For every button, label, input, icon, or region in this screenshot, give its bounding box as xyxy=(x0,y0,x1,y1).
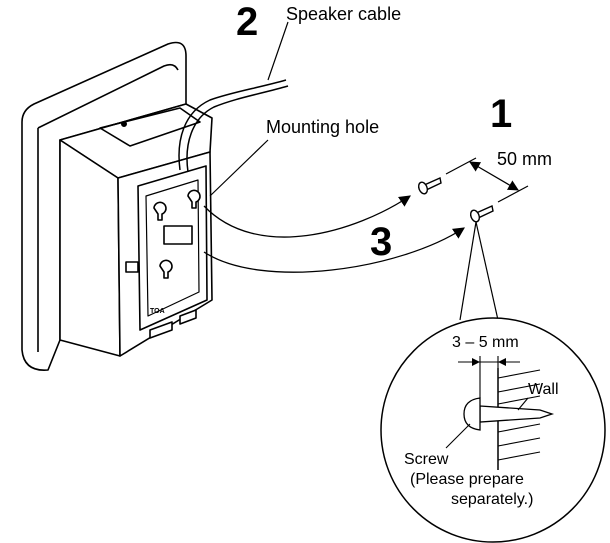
speaker-cable-leader xyxy=(267,21,289,81)
screw-label: Screw xyxy=(404,451,449,468)
bracket-clip xyxy=(125,261,139,273)
speaker-foot xyxy=(149,321,173,339)
screw-leader xyxy=(445,423,471,449)
mounting-hole-leader xyxy=(209,139,269,197)
wall-label: Wall xyxy=(528,381,559,398)
dimension-50mm xyxy=(445,157,529,203)
keyhole-upper-left xyxy=(153,201,167,221)
top-screw-dot xyxy=(121,121,128,128)
speaker-front-panel xyxy=(21,41,187,371)
arrow-lower-hole-to-screw xyxy=(203,227,465,273)
detail-callout-cone xyxy=(459,221,499,321)
speaker-top-ridge xyxy=(99,107,201,147)
wall-leader xyxy=(517,397,529,411)
brand-mark: TOA xyxy=(150,308,165,315)
screw-note-line1: (Please prepare xyxy=(410,471,524,488)
detail-screw-head xyxy=(463,397,481,431)
screw-note-line2: separately.) xyxy=(451,491,534,508)
keyhole-upper-right xyxy=(187,189,201,209)
depth-label: 3 – 5 mm xyxy=(452,334,519,351)
bracket-inner-frame xyxy=(145,179,200,317)
step-1-number: 1 xyxy=(490,92,513,136)
wall-hatching xyxy=(497,369,541,461)
arrow-upper-hole-to-screw xyxy=(203,195,411,238)
speaker-cable xyxy=(178,79,289,173)
step-2-number: 2 xyxy=(236,0,259,44)
speaker-foot-2 xyxy=(179,309,197,325)
mounting-hole-label: Mounting hole xyxy=(266,117,380,137)
keyhole-lower xyxy=(159,259,173,279)
speaker-front-inner-edge xyxy=(37,63,179,352)
speaker-unit xyxy=(21,41,213,371)
spacing-label: 50 mm xyxy=(497,149,553,169)
bracket-slot xyxy=(163,225,193,245)
screw-lower xyxy=(469,205,494,223)
speaker-cable-label: Speaker cable xyxy=(286,4,402,24)
step-3-number: 3 xyxy=(370,220,393,264)
detail-circle xyxy=(380,317,606,543)
screw-upper xyxy=(417,177,442,195)
